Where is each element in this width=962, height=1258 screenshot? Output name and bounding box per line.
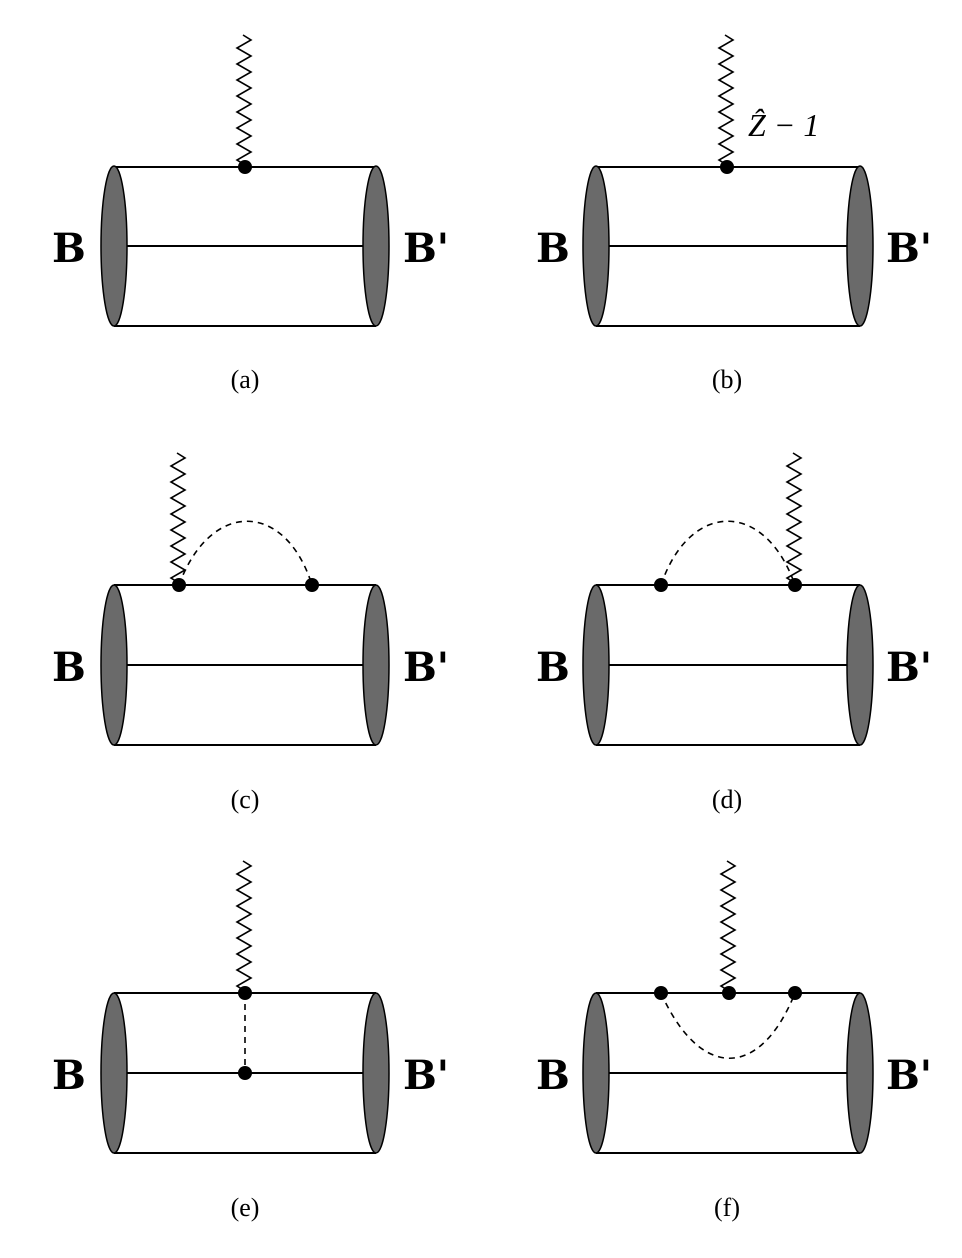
initial-baryon-blob bbox=[582, 584, 610, 746]
panel-caption: (c) bbox=[231, 785, 260, 814]
initial-baryon-blob bbox=[100, 165, 128, 327]
final-baryon-blob bbox=[362, 584, 390, 746]
vertex-dot bbox=[788, 578, 802, 592]
wavy-photon-line bbox=[785, 452, 803, 584]
final-baryon-blob bbox=[846, 584, 874, 746]
panel-f: B B' (f) bbox=[536, 860, 932, 1222]
panel-b: Ẑ − 1 B B' (b) bbox=[536, 34, 932, 394]
final-hadron-label: B' bbox=[886, 1052, 932, 1099]
vertex-dot bbox=[238, 986, 252, 1000]
renormalization-annotation: Ẑ − 1 bbox=[748, 107, 819, 143]
panel-caption: (f) bbox=[714, 1193, 740, 1222]
final-hadron-label: B' bbox=[403, 644, 449, 691]
final-baryon-blob bbox=[846, 992, 874, 1154]
panel-d: B B' (d) bbox=[536, 452, 932, 814]
meson-loop-dashed bbox=[660, 992, 796, 1060]
vertex-dot bbox=[654, 578, 668, 592]
wavy-photon-line bbox=[235, 34, 253, 166]
panel-caption: (e) bbox=[231, 1193, 260, 1222]
final-baryon-blob bbox=[846, 165, 874, 327]
panel-caption: (a) bbox=[231, 365, 260, 394]
initial-baryon-blob bbox=[582, 992, 610, 1154]
final-hadron-label: B' bbox=[403, 225, 449, 272]
vertex-dot bbox=[722, 986, 736, 1000]
final-baryon-blob bbox=[362, 992, 390, 1154]
panel-caption: (b) bbox=[712, 365, 742, 394]
initial-hadron-label: B bbox=[536, 1052, 570, 1099]
panel-a: B B' (a) bbox=[52, 34, 449, 394]
initial-hadron-label: B bbox=[536, 644, 570, 691]
wavy-photon-line bbox=[717, 34, 735, 166]
panel-c: B B' (c) bbox=[52, 452, 449, 814]
wavy-photon-line bbox=[235, 860, 253, 992]
vertex-dot bbox=[788, 986, 802, 1000]
vertex-dot bbox=[172, 578, 186, 592]
initial-hadron-label: B bbox=[52, 1052, 86, 1099]
initial-baryon-blob bbox=[100, 584, 128, 746]
vertex-dot bbox=[654, 986, 668, 1000]
wavy-photon-line bbox=[719, 860, 737, 992]
initial-hadron-label: B bbox=[52, 225, 86, 272]
final-baryon-blob bbox=[362, 165, 390, 327]
vertex-dot bbox=[238, 160, 252, 174]
initial-hadron-label: B bbox=[52, 644, 86, 691]
meson-loop-dashed bbox=[178, 520, 313, 586]
meson-loop-dashed bbox=[660, 520, 796, 586]
vertex-dot bbox=[238, 1066, 252, 1080]
initial-baryon-blob bbox=[100, 992, 128, 1154]
final-hadron-label: B' bbox=[886, 225, 932, 272]
panel-e: B B' (e) bbox=[52, 860, 449, 1222]
panel-caption: (d) bbox=[712, 785, 742, 814]
initial-baryon-blob bbox=[582, 165, 610, 327]
final-hadron-label: B' bbox=[403, 1052, 449, 1099]
initial-hadron-label: B bbox=[536, 225, 570, 272]
vertex-dot bbox=[305, 578, 319, 592]
final-hadron-label: B' bbox=[886, 644, 932, 691]
vertex-dot bbox=[720, 160, 734, 174]
wavy-photon-line bbox=[169, 452, 187, 584]
